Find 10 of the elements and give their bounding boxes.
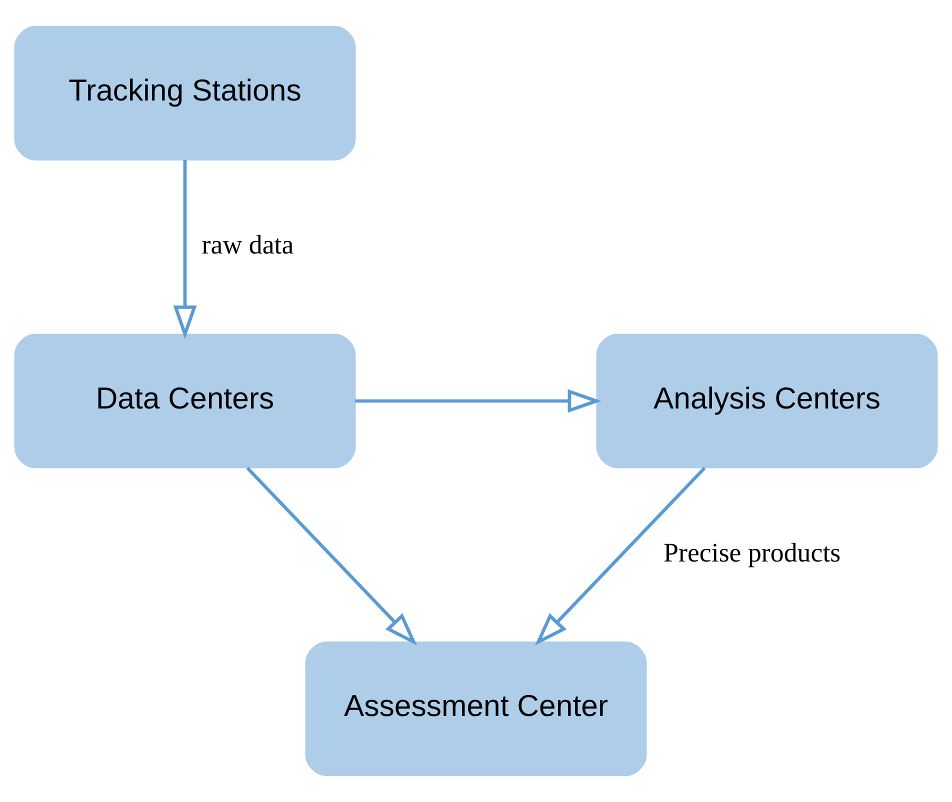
edge-label: raw data — [202, 229, 294, 260]
arrow — [173, 160, 197, 340]
arrow — [246, 466, 418, 646]
edge-label: Precise products — [664, 537, 841, 568]
node-box: Analysis Centers — [596, 334, 938, 468]
arrow — [534, 466, 706, 646]
node-box: Assessment Center — [305, 642, 647, 776]
arrow — [354, 389, 602, 413]
node-box: Tracking Stations — [14, 26, 356, 160]
node-box: Data Centers — [14, 334, 356, 468]
